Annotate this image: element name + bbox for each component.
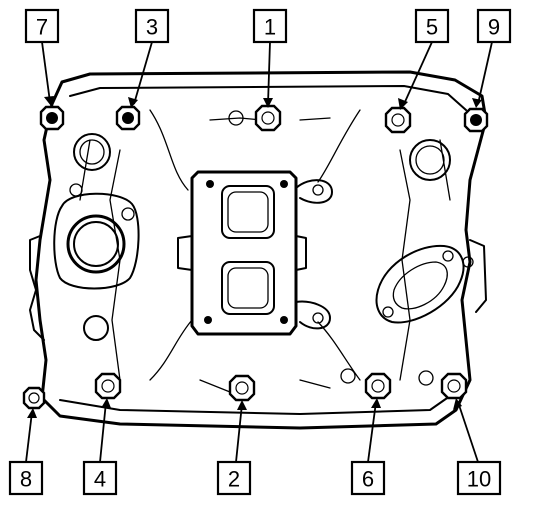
callout-10-label: 10 [467, 467, 491, 492]
left-port [53, 183, 140, 290]
bolt-4 [94, 372, 122, 400]
bolt-6 [364, 372, 392, 400]
bolt-2 [228, 374, 256, 402]
leader-10 [457, 401, 479, 463]
bolt-8 [22, 386, 46, 410]
leader-7 [41, 41, 51, 103]
lower-small-rings [228, 110, 434, 386]
callout-8-label: 8 [20, 467, 32, 492]
arrow-6 [371, 398, 381, 408]
lower-left-port [83, 315, 109, 341]
callout-1: 1 [252, 8, 288, 44]
upper-right-port [409, 139, 451, 181]
callout-2-label: 2 [228, 467, 240, 492]
leader-6 [367, 401, 377, 463]
leader-9 [477, 41, 493, 105]
callout-1-label: 1 [264, 15, 276, 40]
bolt-5 [384, 106, 412, 134]
arrow-4 [101, 398, 111, 408]
arrow-1 [263, 98, 273, 108]
leader-1 [267, 41, 271, 105]
bolt-3 [115, 105, 141, 131]
callout-8: 8 [8, 460, 44, 496]
arrow-2 [237, 400, 247, 410]
bolt-1 [254, 104, 282, 132]
callout-4-label: 4 [94, 467, 106, 492]
right-flange [375, 244, 474, 324]
throttle-body-pad [177, 170, 333, 336]
callout-7: 7 [24, 8, 60, 44]
callout-6: 6 [350, 460, 386, 496]
bolt-10 [440, 372, 468, 400]
arrow-5 [398, 98, 408, 110]
upper-left-port [73, 133, 111, 171]
callout-3: 3 [134, 8, 170, 44]
leader-8 [25, 411, 33, 463]
callout-5-label: 5 [426, 15, 438, 40]
callout-10: 10 [456, 460, 502, 496]
callout-3-label: 3 [146, 15, 158, 40]
callout-6-label: 6 [362, 467, 374, 492]
leader-2 [235, 403, 243, 463]
arrow-3 [128, 97, 138, 108]
manifold-body [29, 70, 488, 430]
callout-5: 5 [414, 8, 450, 44]
arrow-10 [453, 398, 462, 410]
callout-2: 2 [216, 460, 252, 496]
leader-4 [99, 401, 107, 463]
bolt-7 [39, 105, 65, 131]
leader-3 [133, 41, 153, 105]
callout-4: 4 [82, 460, 118, 496]
arrow-9 [472, 98, 482, 108]
leader-lines [25, 41, 493, 463]
leader-5 [403, 41, 433, 105]
callout-7-label: 7 [36, 15, 48, 40]
arrow-8 [27, 408, 37, 418]
callout-9-label: 9 [488, 15, 500, 40]
arrow-7 [44, 96, 54, 106]
callout-9: 9 [476, 8, 512, 44]
bolt-9 [463, 107, 489, 133]
